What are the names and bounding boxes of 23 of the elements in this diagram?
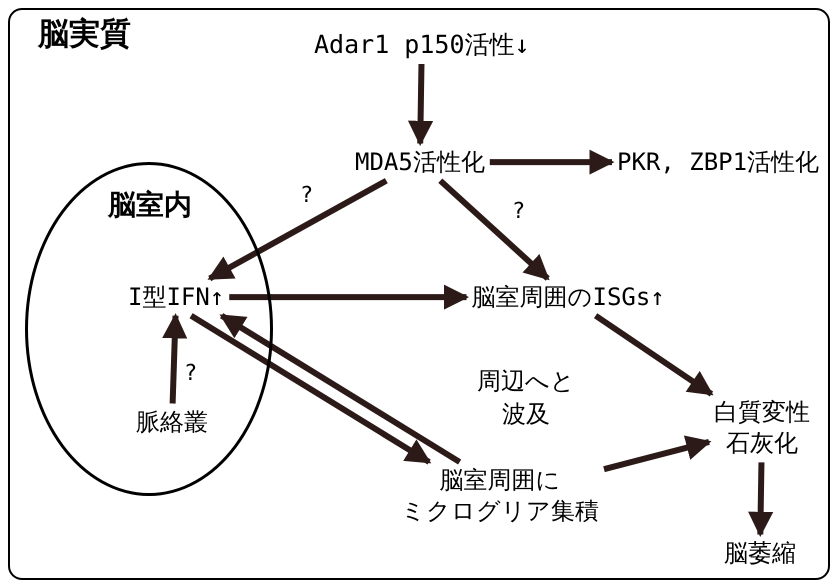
node-text: 白質変性石灰化 (714, 397, 810, 460)
arrow (162, 313, 188, 404)
arrow (438, 178, 550, 281)
node-text: 脳室周囲にミクログリア集積 (401, 465, 599, 528)
arrow (603, 435, 712, 472)
arrow (229, 284, 470, 310)
arrow (748, 462, 774, 538)
node-text: Adar1 p150活性↓ (314, 28, 530, 60)
node-text: PKR, ZBP1活性化 (617, 146, 820, 178)
node-text: I型IFN↑ (128, 282, 224, 312)
node-text: MDA5活性化 (355, 146, 485, 178)
arrow (594, 313, 714, 396)
node-text: 脈絡叢 (136, 406, 208, 438)
arrow (190, 313, 432, 465)
note-text: 周辺へと波及 (476, 366, 576, 430)
node-text: 脳室周囲のISGs↑ (472, 282, 665, 312)
arrow (490, 150, 615, 175)
arrow (408, 64, 434, 146)
region-heading: 脳室内 (108, 187, 192, 223)
region-heading: 脳実質 (38, 15, 131, 54)
arrow (220, 313, 462, 465)
arrow (208, 178, 388, 282)
node-text: 脳萎縮 (724, 538, 796, 568)
